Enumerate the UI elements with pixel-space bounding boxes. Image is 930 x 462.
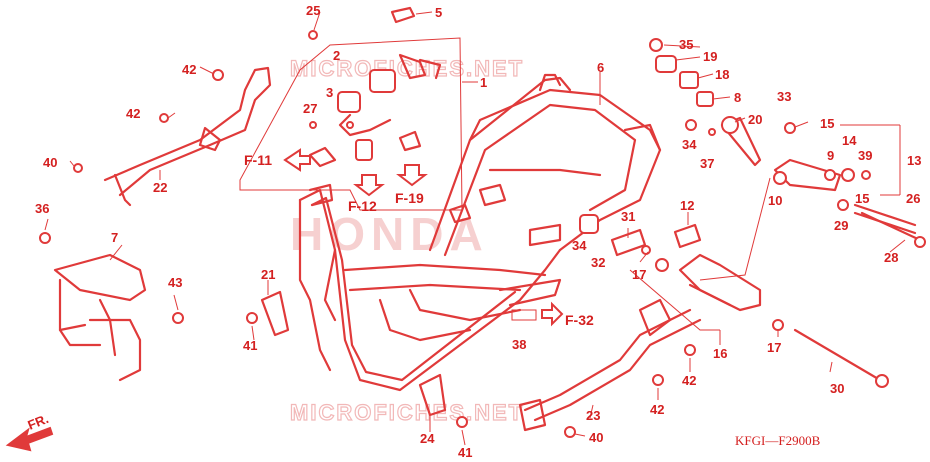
ref-f11[interactable]: F-11 [244,148,311,172]
svg-text:F-12: F-12 [348,198,377,214]
callout-41-left: 41 [243,338,257,353]
side-brackets [246,290,468,428]
callout-42-bottom: 42 [650,402,664,417]
callout-31: 31 [621,209,635,224]
callout-38: 38 [512,337,526,352]
callout-37: 37 [700,156,714,171]
assembly-outline [239,37,463,211]
callout-23: 23 [586,408,600,423]
ref-f32[interactable]: F-32 [511,301,594,328]
callout-15-top: 15 [820,116,834,131]
svg-text:F-11: F-11 [244,152,272,168]
watermark-bottom: MICROFICHES.NET [290,400,524,425]
callout-12: 12 [680,198,694,213]
front-direction-arrow: FR. [5,411,54,452]
callout-30: 30 [830,381,844,396]
callout-43: 43 [168,275,182,290]
callout-42-mid: 42 [126,106,140,121]
callout-2: 2 [333,48,340,63]
callout-28: 28 [884,250,898,265]
callout-34-bottom: 34 [572,238,587,253]
callout-8: 8 [734,90,741,105]
long-bolts [793,211,926,388]
callout-17-right: 17 [767,340,781,355]
callout-5: 5 [435,5,442,20]
callout-14: 14 [842,133,857,148]
callout-6: 6 [597,60,604,75]
callout-10: 10 [768,193,782,208]
callout-13: 13 [907,153,921,168]
stand-bracket [39,232,184,382]
callout-17-left: 17 [632,267,646,282]
callout-15-bottom: 15 [855,191,869,206]
callout-9: 9 [827,148,834,163]
small-parts-box [308,121,422,168]
engine-mount-link [773,158,917,235]
front-bracket [73,66,272,207]
callout-24: 24 [420,431,435,446]
callout-26: 26 [906,191,920,206]
svg-text:F-32: F-32 [565,312,594,328]
lower-frame [518,298,702,438]
callout-33: 33 [777,89,791,104]
frame-body [298,73,662,392]
watermark-center: HONDA [290,208,489,260]
callout-27: 27 [303,101,317,116]
callout-39: 39 [858,148,872,163]
callout-7: 7 [111,230,118,245]
steering-stem [649,38,796,167]
rubber-bushes [579,214,702,257]
ref-f19[interactable]: F-19 [395,164,428,206]
callout-42-right: 42 [682,373,696,388]
front-direction-label: FR. [26,411,51,433]
callout-16: 16 [713,346,727,361]
callout-3: 3 [326,85,333,100]
leader-lines [44,11,906,446]
callout-1: 1 [480,75,487,90]
callout-19: 19 [703,49,717,64]
callout-42-top: 42 [182,62,196,77]
ref-f12[interactable]: F-12 [348,174,385,214]
svg-text:F-19: F-19 [395,190,424,206]
diagram-code: KFGI—F2900B [735,433,821,448]
key-lock-set [308,6,442,137]
callout-35: 35 [679,37,693,52]
callout-40-left: 40 [43,155,57,170]
callout-22: 22 [153,180,167,195]
callout-18: 18 [715,67,729,82]
callout-41-bottom: 41 [458,445,472,460]
callout-34-top: 34 [682,137,697,152]
callout-36: 36 [35,201,49,216]
engine-hanger [655,253,784,331]
callout-25: 25 [306,3,320,18]
callout-40-bottom: 40 [589,430,603,445]
callout-32: 32 [591,255,605,270]
callout-20: 20 [748,112,762,127]
callout-21: 21 [261,267,275,282]
callout-29: 29 [834,218,848,233]
callout-numbers: 1 2 3 5 6 7 8 9 10 12 13 14 15 15 16 17 … [35,3,921,460]
